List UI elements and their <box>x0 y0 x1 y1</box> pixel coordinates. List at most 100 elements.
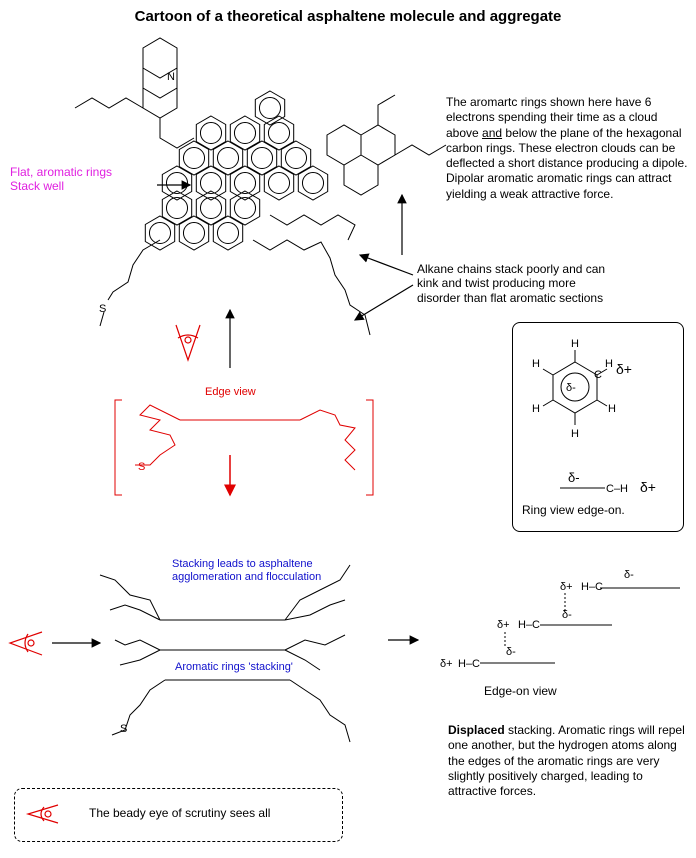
benzene-h-lower-right: H <box>608 403 616 415</box>
alkane-chains-label: Alkane chains stack poorly and can kink … <box>417 262 606 305</box>
sulfur-atom: S <box>99 303 106 315</box>
aromatic-ring-circle <box>165 171 189 195</box>
ring-view-box <box>512 322 684 532</box>
displaced-rest: stacking. Aromatic rings will repel one … <box>448 723 685 799</box>
aromatic-ring-circle <box>199 121 223 145</box>
ring-view-caption: Ring view edge-on. <box>522 503 625 517</box>
stacked-aggregate <box>99 564 351 743</box>
aromatic-ring-circle <box>250 146 274 170</box>
edge-on-delta-minus-2: δ- <box>562 609 572 621</box>
aromatic-ring-circle <box>267 121 291 145</box>
stacking-agglomeration-label: Stacking leads to asphaltene agglomerati… <box>172 558 322 583</box>
aromatic-hexagon <box>212 215 244 251</box>
edge-on-lines <box>480 587 680 664</box>
aromatic-ring-circle <box>216 146 240 170</box>
aromatic-ring-circle <box>258 96 282 120</box>
aromatic-ring-circle <box>199 196 223 220</box>
aromatic-core <box>144 90 329 251</box>
aromatic-hexagon <box>229 190 261 226</box>
edge-on-view-label: Edge-on view <box>484 684 557 698</box>
ch-delta-plus: δ+ <box>640 479 656 495</box>
butyl-chain-top <box>74 97 144 109</box>
benzene-h-lower-left: H <box>532 403 540 415</box>
aromatic-ring-circle <box>233 121 257 145</box>
right-bracket <box>366 399 374 496</box>
legend-box <box>14 788 343 842</box>
aromatic-hexagon <box>195 190 227 226</box>
edge-view-molecule <box>114 399 374 496</box>
aromatic-hexagon <box>263 115 295 151</box>
saturated-rings-right <box>326 94 447 196</box>
description-part-1: The aromartc rings shown here have 6 ele… <box>446 95 658 140</box>
aromatic-hexagon <box>178 215 210 251</box>
scrutiny-eye-icon <box>8 631 43 656</box>
edge-view-label: Edge view <box>205 386 256 398</box>
stack-chains-left <box>99 574 166 736</box>
page-title: Cartoon of a theoretical asphaltene mole… <box>134 8 562 25</box>
aromatic-hexagon <box>263 165 295 201</box>
flat-rings-line-1: Flat, aromatic rings <box>10 165 113 179</box>
displaced-stacking-text: Displaced stacking. Aromatic rings will … <box>448 723 688 799</box>
thioether-chain <box>107 239 161 301</box>
thioether-tail <box>99 311 105 327</box>
legend-text: The beady eye of scrutiny sees all <box>89 806 271 820</box>
aromatic-hexagon <box>254 90 286 126</box>
benzene-h-bottom: H <box>571 428 579 440</box>
aromatic-hexagon <box>161 190 193 226</box>
aromatic-hexagon <box>280 140 312 176</box>
aromatic-hexagon <box>212 140 244 176</box>
eye-icon <box>175 324 201 362</box>
aromatic-ring-circle <box>284 146 308 170</box>
description-underlined: and <box>482 125 503 140</box>
ring-center-delta-minus: δ- <box>566 382 576 394</box>
aromatic-ring-circle <box>267 171 291 195</box>
alkane-chain-long <box>252 239 371 336</box>
molecule-arrows <box>157 180 414 368</box>
edge-on-hc-1: H–C <box>458 658 480 670</box>
edge-on-delta-plus-2: δ+ <box>497 619 510 631</box>
edge-on-delta-minus-3: δ- <box>624 569 634 581</box>
ch-delta-minus: δ- <box>568 470 580 485</box>
ring-delta-plus: δ+ <box>616 361 632 377</box>
alkane-chain-right <box>269 214 356 241</box>
aromatic-hexagon <box>144 215 176 251</box>
aromatic-ring-circle <box>233 171 257 195</box>
ring-ch: C–H <box>606 483 628 495</box>
left-bracket <box>114 399 122 496</box>
aromatic-ring-circle <box>216 221 240 245</box>
benzene-c: C <box>594 369 602 381</box>
edge-on-hc-2: H–C <box>518 619 540 631</box>
edge-on-delta-plus-1: δ+ <box>440 658 453 670</box>
aromatic-hexagon <box>161 165 193 201</box>
edge-view-sulfur: S <box>138 461 145 473</box>
aromatic-ring-circle <box>165 196 189 220</box>
benzene-h-top: H <box>571 338 579 350</box>
aromatic-ring-circle <box>182 146 206 170</box>
benzene-h-upper-left: H <box>532 358 540 370</box>
aromatic-ring-circle <box>148 221 172 245</box>
nitrogen-atom: N <box>167 71 175 83</box>
stack-chains-right <box>284 564 351 743</box>
alkane-arrow-2 <box>353 284 414 321</box>
description-part-2: below the plane of the hexagonal carbon … <box>446 125 688 201</box>
aromatic-description: The aromartc rings shown here have 6 ele… <box>446 95 691 202</box>
edge-chain-left <box>135 404 181 466</box>
flat-rings-line-2: Stack well <box>10 179 65 193</box>
aromatic-stacking-label: Aromatic rings 'stacking' <box>175 661 293 673</box>
edge-on-delta-plus-3: δ+ <box>560 581 573 593</box>
quinolizidine-rings <box>142 37 195 149</box>
aromatic-hexagon <box>195 115 227 151</box>
aromatic-hexagon <box>229 115 261 151</box>
aromatic-ring-circle <box>199 171 223 195</box>
benzene-h-upper-right: H <box>605 358 613 370</box>
aromatic-hexagon <box>195 165 227 201</box>
displaced-bold: Displaced <box>448 723 505 737</box>
alkane-arrow-1 <box>358 253 414 276</box>
aromatic-hexagon <box>178 140 210 176</box>
aromatic-hexagon <box>229 165 261 201</box>
aromatic-hexagon <box>246 140 278 176</box>
edge-on-delta-minus-1: δ- <box>506 646 516 658</box>
aromatic-hexagon <box>297 165 329 201</box>
